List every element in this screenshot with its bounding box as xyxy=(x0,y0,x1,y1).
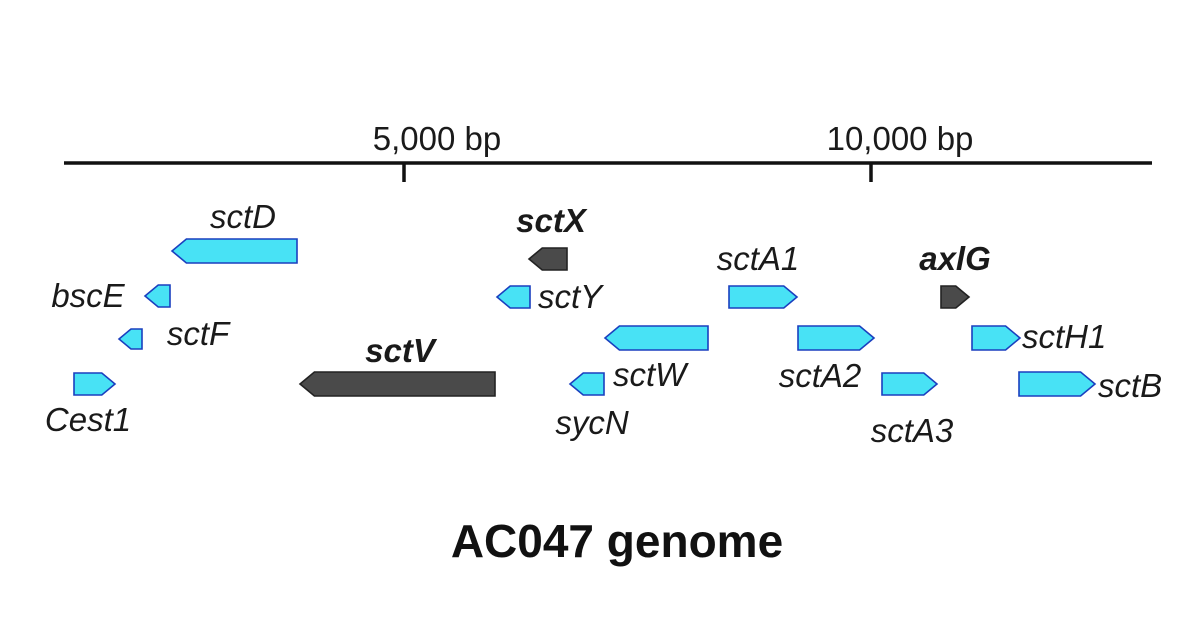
gene-arrow-sctV xyxy=(298,371,496,397)
gene-arrow-sctA2 xyxy=(797,325,876,351)
gene-arrow-sycN xyxy=(568,372,605,396)
diagram-title: AC047 genome xyxy=(451,515,783,567)
gene-arrow-sctH1 xyxy=(971,325,1022,351)
gene-label-bscE: bscE xyxy=(51,277,125,314)
gene-arrow-sctA1 xyxy=(728,285,799,309)
gene-arrow-sctD xyxy=(170,238,298,264)
gene-arrow-bscE xyxy=(143,284,171,308)
gene-label-sctH1: sctH1 xyxy=(1022,318,1106,355)
gene-arrow-sctW xyxy=(603,325,709,351)
gene-label-sctF: sctF xyxy=(167,315,231,352)
gene-arrow-Cest1 xyxy=(73,372,117,396)
gene-label-sctY: sctY xyxy=(538,278,604,315)
gene-label-sctA3: sctA3 xyxy=(871,412,954,449)
gene-arrow-sctX xyxy=(527,247,568,271)
gene-labels: sctD bscE sctF Cest1 sctV sctX sctY sycN… xyxy=(45,198,1162,449)
gene-label-axlG: axlG xyxy=(919,240,991,277)
scale-tick-label-10000: 10,000 bp xyxy=(827,120,974,157)
gene-arrow-sctB xyxy=(1018,371,1097,397)
scale-bar: 5,000 bp 10,000 bp xyxy=(64,120,1152,182)
gene-label-sctD: sctD xyxy=(210,198,276,235)
scale-tick-label-5000: 5,000 bp xyxy=(373,120,501,157)
gene-label-sctW: sctW xyxy=(613,356,689,393)
gene-arrow-sctY xyxy=(495,285,531,309)
gene-label-sctA1: sctA1 xyxy=(717,240,800,277)
gene-label-Cest1: Cest1 xyxy=(45,401,131,438)
gene-arrows xyxy=(73,238,1097,397)
gene-label-sycN: sycN xyxy=(555,404,629,441)
gene-label-sctA2: sctA2 xyxy=(779,357,862,394)
gene-label-sctX: sctX xyxy=(516,202,588,239)
gene-arrow-sctA3 xyxy=(881,372,939,396)
gene-arrow-axlG xyxy=(940,285,971,309)
gene-label-sctV: sctV xyxy=(365,332,438,369)
gene-arrow-sctF xyxy=(117,328,143,350)
gene-label-sctB: sctB xyxy=(1098,367,1162,404)
